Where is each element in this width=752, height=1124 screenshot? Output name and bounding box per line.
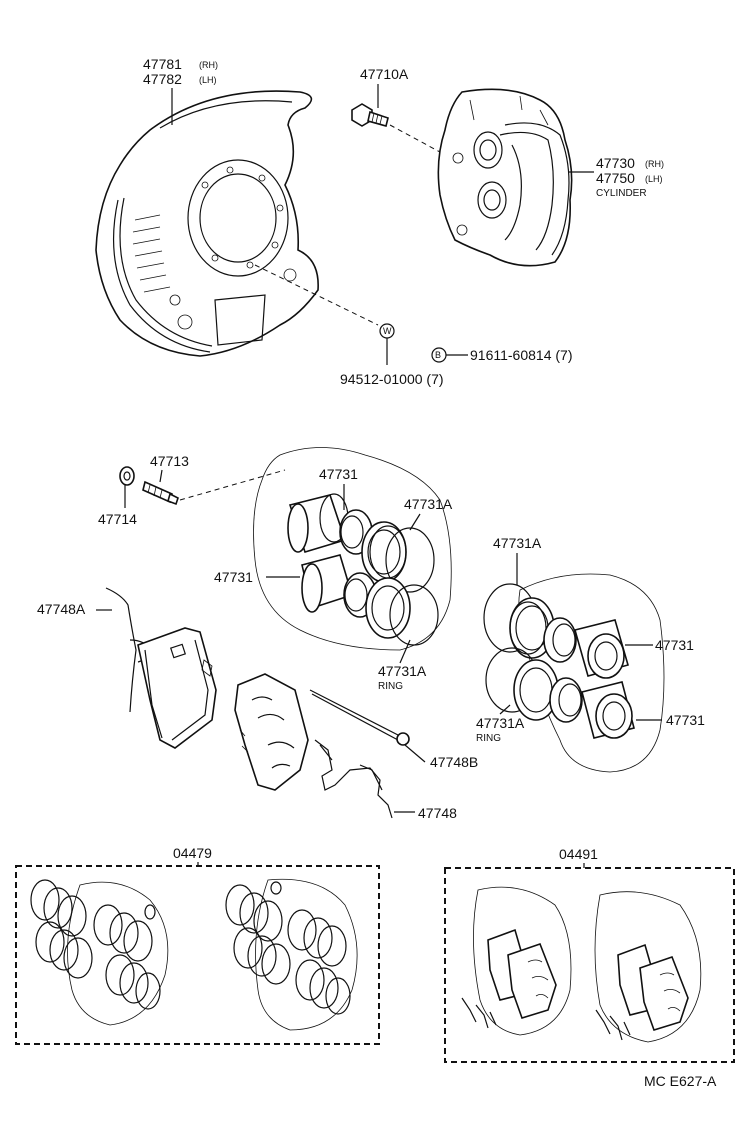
- ring-b-leader-line: [399, 639, 411, 664]
- bleeder-leader-line: [159, 469, 163, 483]
- pin-leader-line: [404, 744, 426, 763]
- ring-d-leader-line: [499, 704, 511, 715]
- dust-cover: [95, 90, 319, 357]
- pad-kit-right: [594, 891, 702, 1043]
- cylinder-rh-side: (RH): [645, 159, 664, 169]
- bolt-guide-line: [389, 124, 441, 153]
- piston-group-1: [287, 493, 439, 646]
- ring-d-number: 47731A: [476, 715, 525, 731]
- cylinder-rh-number: 47730: [596, 155, 635, 171]
- ring-a-number: 47731A: [404, 496, 453, 512]
- bolt-b-number: 91611-60814 (7): [470, 347, 572, 363]
- anti-squeal-number: 47748A: [37, 601, 86, 617]
- piston-d-number: 47731: [666, 712, 705, 728]
- seal-kit-right: [225, 878, 358, 1031]
- pad-kit-box: [444, 867, 735, 1063]
- bleeder-plug: [142, 480, 179, 506]
- piston-group-2: [483, 583, 635, 739]
- pad-kit-number: 04491: [559, 846, 598, 862]
- cylinder-caption: CYLINDER: [596, 188, 647, 199]
- brake-pad: [137, 627, 217, 749]
- pad-pin: [309, 689, 410, 746]
- washer-number: 94512-01000 (7): [340, 371, 444, 387]
- piston-group-1-outline: [253, 447, 452, 651]
- shield-lh-side: (LH): [199, 75, 217, 85]
- ring-b-note: RING: [378, 681, 403, 692]
- seal-kit-left: [30, 879, 169, 1026]
- clip-number: 47748: [418, 805, 457, 821]
- shield-rh-number: 47781: [143, 56, 182, 72]
- bleeder-cap-number: 47714: [98, 511, 137, 527]
- ring-d-note: RING: [476, 733, 501, 744]
- cylinder-lh-side: (LH): [645, 174, 663, 184]
- bolt-b-marker-letter: B: [435, 350, 441, 360]
- cylinder-lh-number: 47750: [596, 170, 635, 186]
- washer-marker-letter: W: [383, 326, 392, 336]
- piston-b-number: 47731: [214, 569, 253, 585]
- bleeder-guide-line: [179, 469, 286, 501]
- bleeder-cap: [119, 466, 135, 486]
- footer-code: MC E627-A: [644, 1073, 717, 1089]
- bleeder-number: 47713: [150, 453, 189, 469]
- pin-number: 47748B: [430, 754, 478, 770]
- ring-b-number: 47731A: [378, 663, 427, 679]
- anti-squeal-shim: [234, 673, 309, 791]
- piston-c-number: 47731: [655, 637, 694, 653]
- shield-lh-number: 47782: [143, 71, 182, 87]
- pad-clip: [314, 739, 393, 819]
- washer-guide-line: [254, 264, 379, 326]
- ring-a-leader-line: [409, 513, 421, 531]
- bolt-number: 47710A: [360, 66, 409, 82]
- caliper-cylinder: [437, 88, 573, 267]
- ring-c-number: 47731A: [493, 535, 542, 551]
- mounting-bolt: [351, 103, 389, 127]
- pad-kit-left: [461, 886, 572, 1036]
- seal-kit-number: 04479: [173, 845, 212, 861]
- shield-rh-side: (RH): [199, 60, 218, 70]
- piston-a-number: 47731: [319, 466, 358, 482]
